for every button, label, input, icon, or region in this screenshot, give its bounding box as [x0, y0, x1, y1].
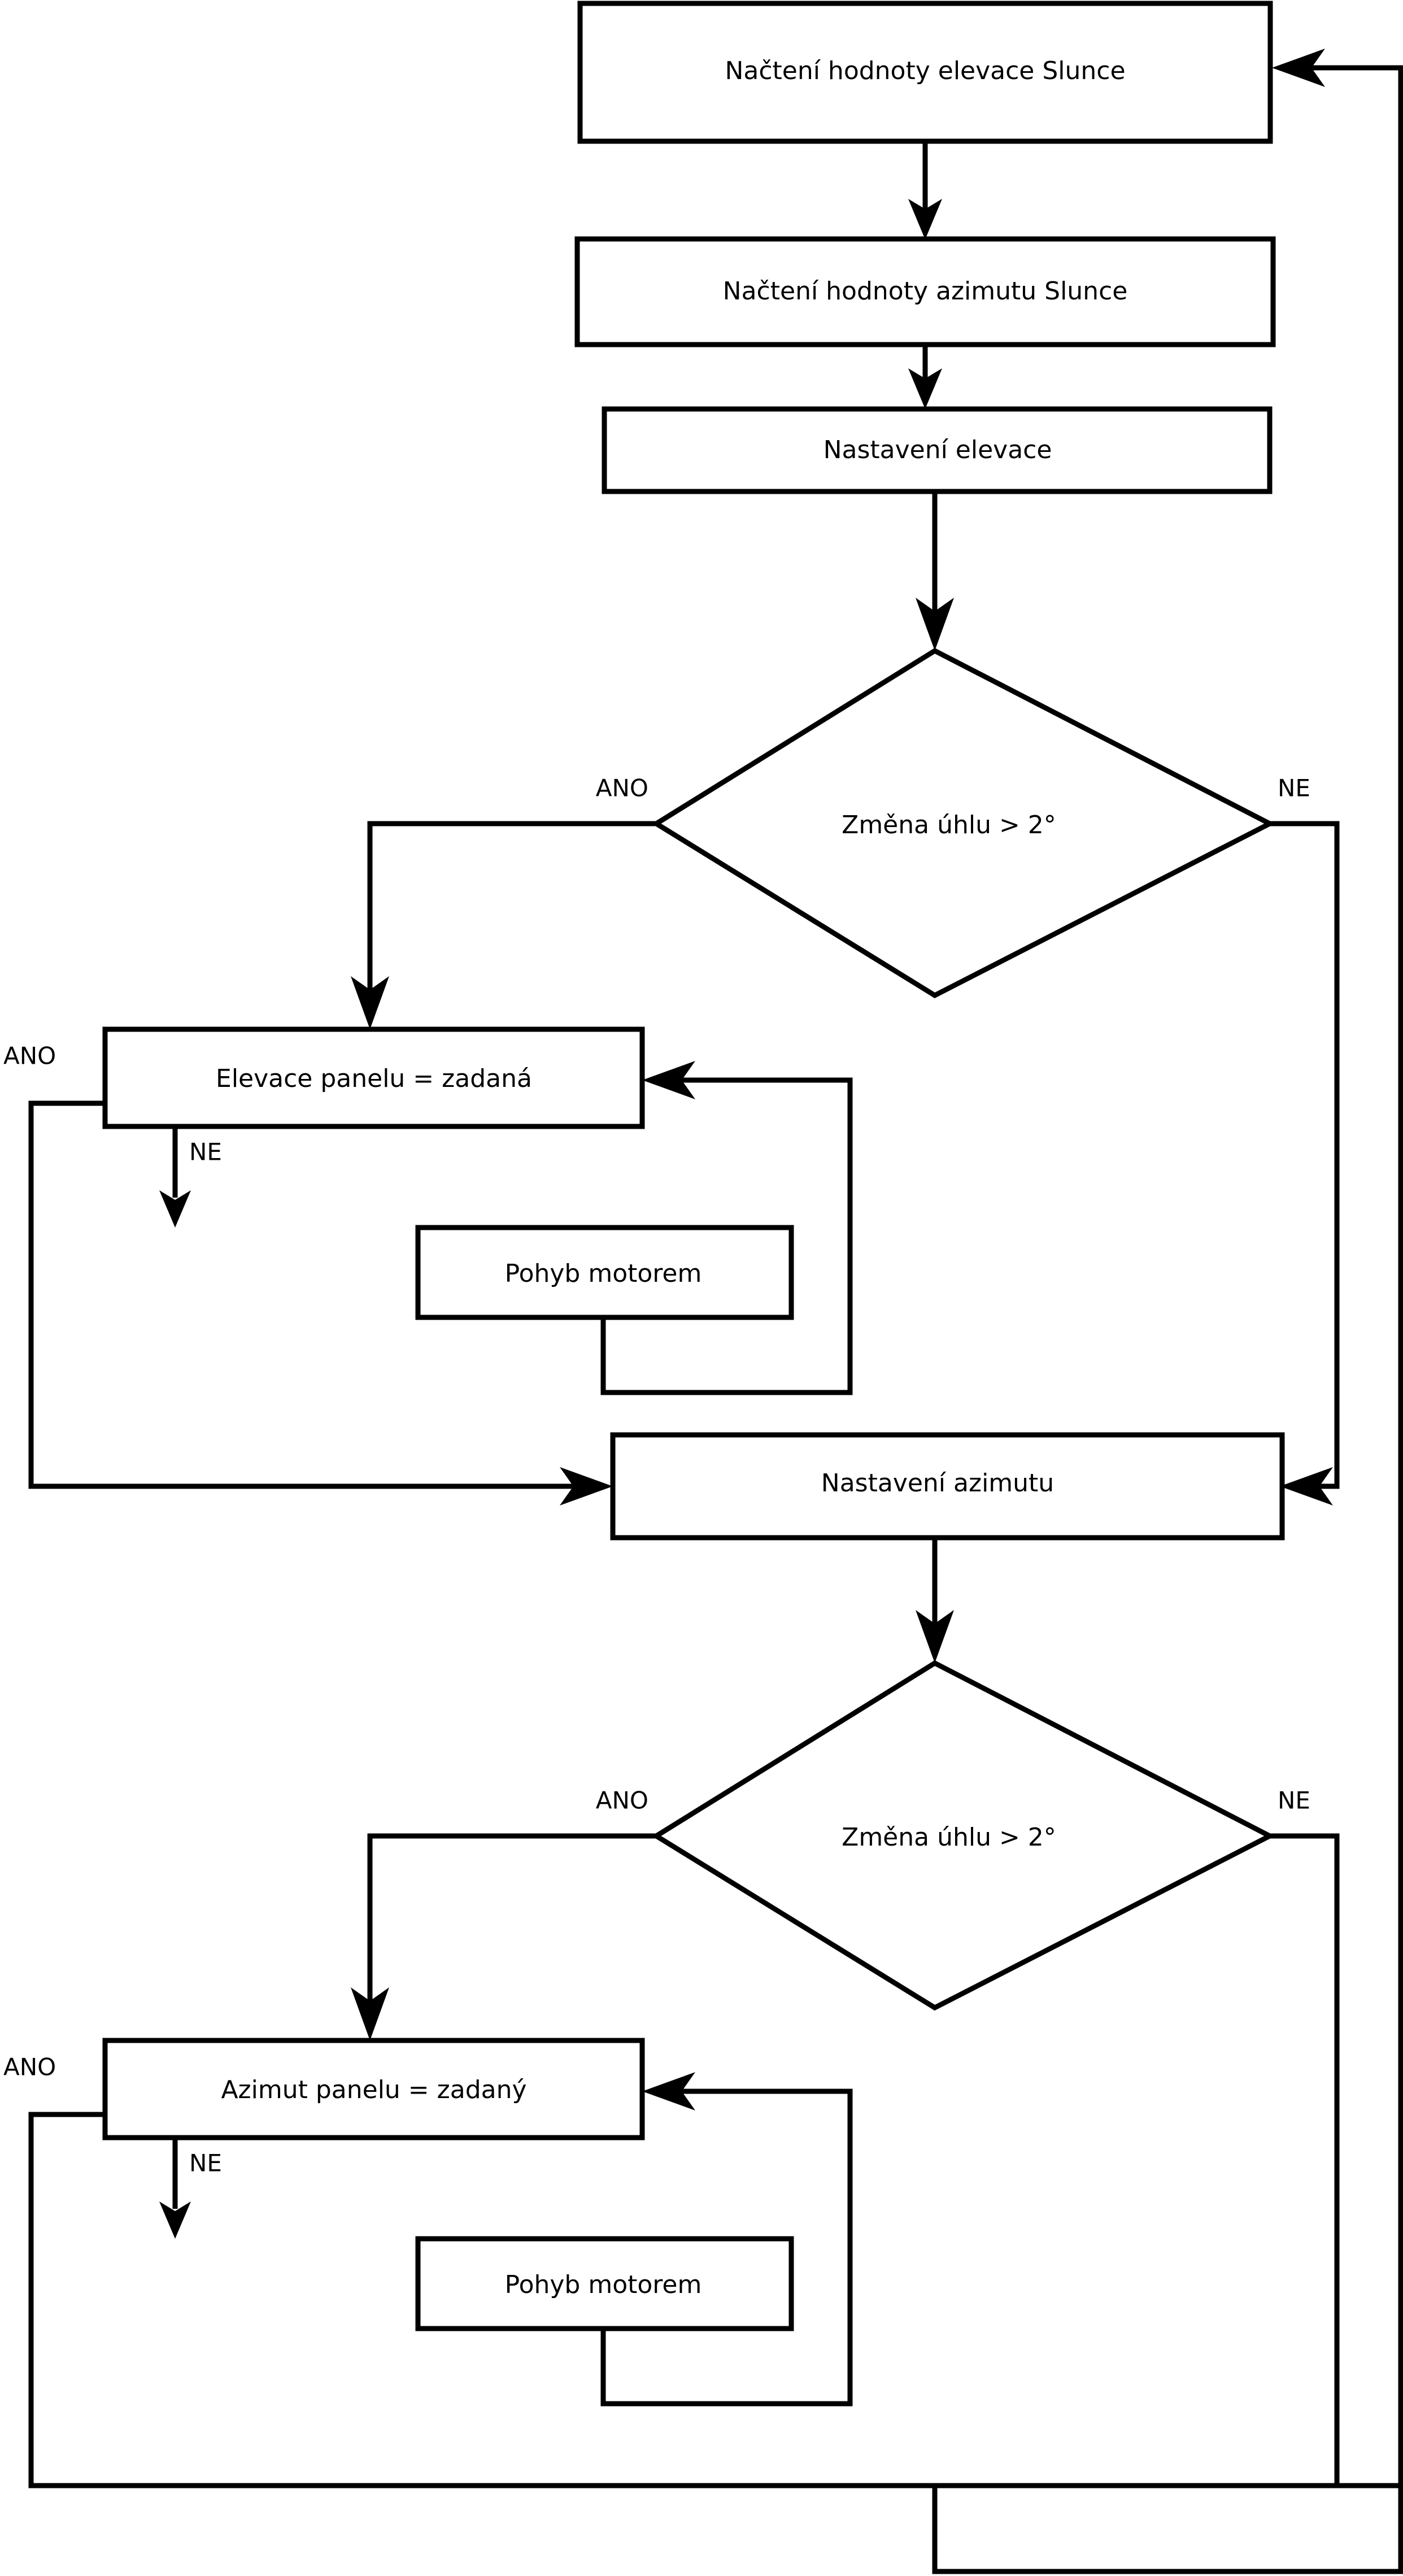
node-decide-azimuth-shape — [651, 1660, 1275, 2011]
node-decide-elevation-label: Změna úhlu > 2° — [842, 811, 1056, 839]
edge-label-decide-azim-yes: ANO — [596, 1787, 648, 1814]
arrow-down-icon — [916, 1610, 954, 1663]
node-motor-move-azimuth-shape — [415, 2236, 794, 2331]
node-motor-move-elevation-shape — [415, 1225, 794, 1320]
edge-panel-elev-no: NE — [159, 1126, 222, 1228]
arrow-right-icon — [560, 1467, 613, 1505]
edge-decide-azim-no: NE — [1270, 1787, 1340, 2486]
node-panel-elevation-equals[interactable]: Elevace panelu = zadaná — [102, 1026, 645, 1129]
node-panel-azimuth-equals[interactable]: Azimut panelu = zadaný — [102, 2038, 645, 2140]
node-read-azimuth-label: Načtení hodnoty azimutu Slunce — [723, 277, 1128, 306]
edge-global-return-to-start — [932, 49, 1403, 2574]
edge-label-panel-elev-no: NE — [189, 1138, 222, 1166]
edge-label-panel-azim-no: NE — [189, 2149, 222, 2177]
node-motor-move-elevation[interactable]: Pohyb motorem — [415, 1225, 794, 1320]
edge-decide-azim-yes: ANO — [351, 1787, 656, 2040]
arrow-left-icon — [1272, 49, 1325, 87]
node-panel-azimuth-shape — [102, 2038, 645, 2140]
node-set-azimuth-shape — [610, 1432, 1285, 1541]
edge-label-decide-elev-no: NE — [1278, 774, 1310, 802]
arrow-down-icon — [916, 598, 954, 651]
edge-panel-azim-yes: ANO — [3, 2053, 1401, 2488]
node-set-elevation-label: Nastavení elevace — [823, 436, 1052, 464]
node-read-elevation-label: Načtení hodnoty elevace Slunce — [725, 56, 1125, 85]
node-panel-elevation-label: Elevace panelu = zadaná — [216, 1064, 532, 1093]
node-read-elevation[interactable]: Načtení hodnoty elevace Slunce — [577, 1, 1273, 144]
edge-decide-elev-no: NE — [1270, 774, 1340, 1505]
edge-decide-elev-yes: ANO — [351, 774, 656, 1029]
node-panel-elevation-shape — [102, 1026, 645, 1129]
arrow-down-icon — [159, 2201, 191, 2239]
arrow-down-icon — [908, 199, 942, 240]
edge-label-panel-elev-yes: ANO — [3, 1042, 56, 1070]
node-decide-elevation-shape — [651, 647, 1275, 999]
arrow-left-icon — [642, 1061, 695, 1099]
edge-label-panel-azim-yes: ANO — [3, 2053, 56, 2081]
node-read-azimuth[interactable]: Načtení hodnoty azimutu Slunce — [574, 236, 1276, 347]
edge-label-decide-elev-yes: ANO — [596, 774, 648, 802]
node-panel-azimuth-label: Azimut panelu = zadaný — [221, 2075, 526, 2104]
node-decide-azimuth-change[interactable]: Změna úhlu > 2° — [651, 1660, 1275, 2011]
node-motor-move-elevation-label: Pohyb motorem — [505, 1259, 702, 1288]
node-decide-elevation-change[interactable]: Změna úhlu > 2° — [651, 647, 1275, 999]
node-set-elevation-shape — [602, 406, 1273, 494]
edge-set-elevation-to-decide-elev — [916, 491, 954, 651]
arrow-left-icon — [642, 2072, 695, 2111]
node-read-azimuth-shape — [574, 236, 1276, 347]
node-motor-move-azimuth-label: Pohyb motorem — [505, 2270, 702, 2299]
node-motor-move-azimuth[interactable]: Pohyb motorem — [415, 2236, 794, 2331]
edge-read-elevation-to-read-azimuth — [908, 141, 942, 240]
arrow-down-icon — [159, 1190, 191, 1228]
arrow-down-icon — [351, 1987, 389, 2040]
edge-motor-azim-loop-back — [600, 2072, 853, 2407]
node-read-elevation-shape — [577, 1, 1273, 144]
node-set-elevation[interactable]: Nastavení elevace — [602, 406, 1273, 494]
edge-motor-elev-loop-back — [600, 1061, 853, 1395]
edge-panel-elev-yes: ANO — [3, 1042, 613, 1505]
arrow-down-icon — [908, 368, 942, 409]
node-set-azimuth-label: Nastavení azimutu — [821, 1469, 1054, 1498]
arrow-down-icon — [351, 976, 389, 1029]
edge-set-azimuth-to-decide-azim — [916, 1538, 954, 1663]
arrow-left-icon — [1280, 1467, 1333, 1505]
node-decide-azimuth-label: Změna úhlu > 2° — [842, 1823, 1056, 1852]
node-set-azimuth[interactable]: Nastavení azimutu — [610, 1432, 1285, 1541]
edge-panel-azim-no: NE — [159, 2138, 222, 2239]
edge-label-decide-azim-no: NE — [1278, 1787, 1310, 1814]
edge-read-azimuth-to-set-elevation — [908, 345, 942, 409]
